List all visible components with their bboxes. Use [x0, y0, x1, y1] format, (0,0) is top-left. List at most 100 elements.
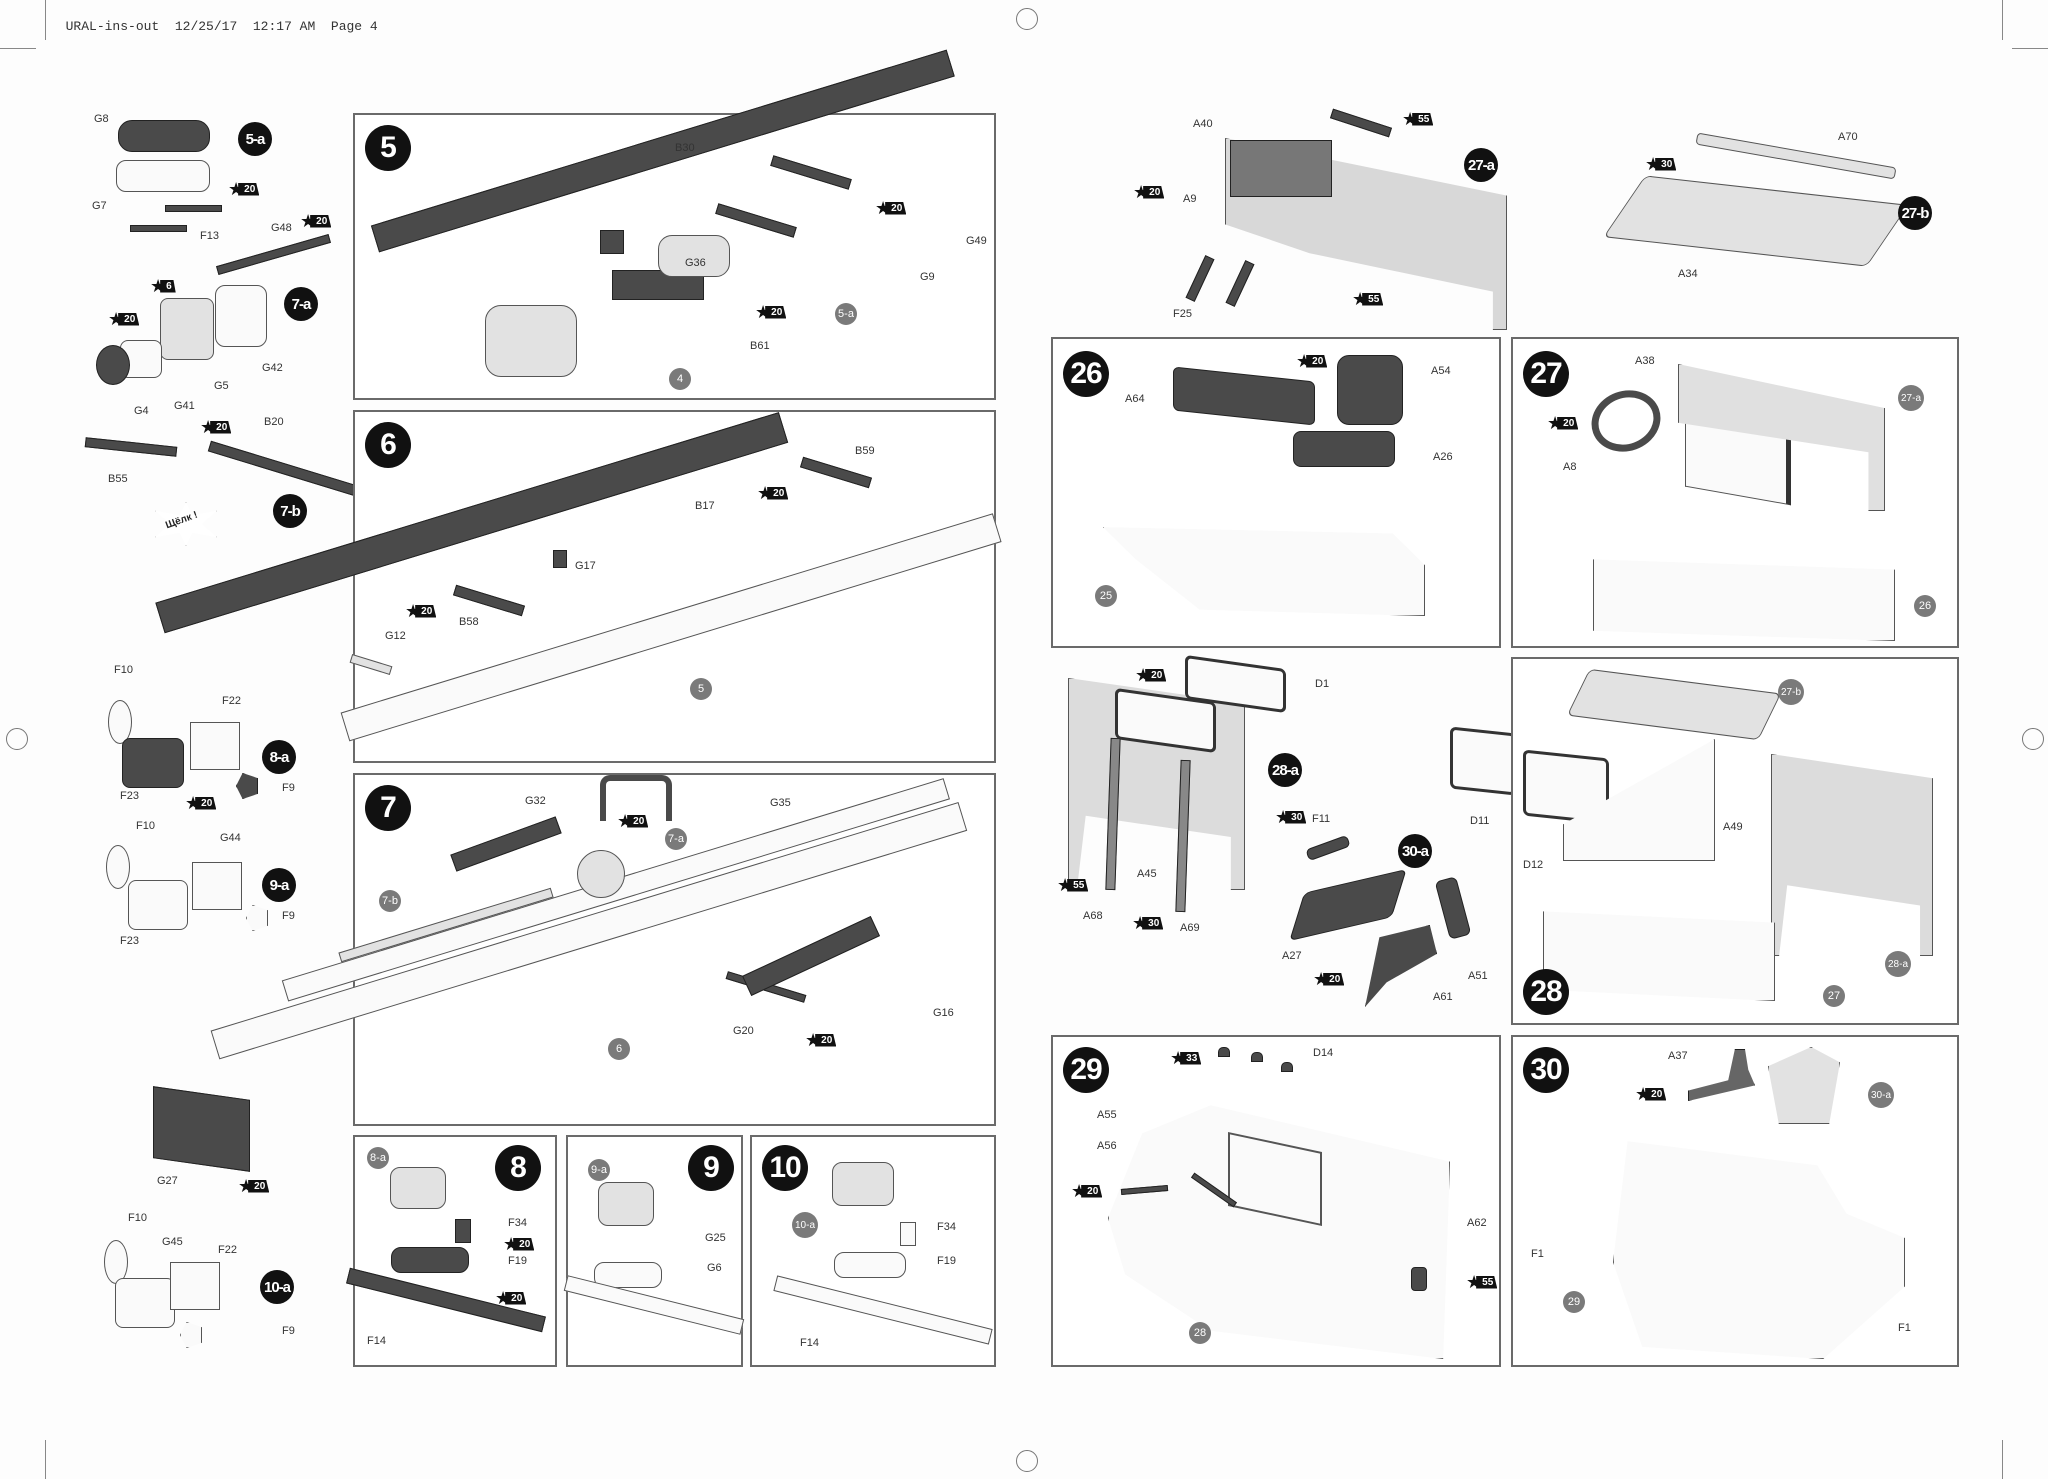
crop-mark [2012, 48, 2048, 49]
reference-badge: 27 [1823, 985, 1845, 1007]
part-f9-drawing [180, 1322, 202, 1348]
part-label: G36 [685, 257, 706, 269]
part-label: G27 [157, 1175, 178, 1187]
star-icon: ★ [755, 302, 772, 322]
part-a37-drawing [1688, 1049, 1755, 1101]
subassembly-badge-7a: 7-a [284, 287, 318, 321]
part-label: B20 [264, 416, 284, 428]
part-label: A34 [1678, 268, 1698, 280]
part-f13-drawing [165, 205, 222, 212]
star-icon: ★ [228, 179, 245, 199]
part-label: A55 [1097, 1109, 1117, 1121]
paint-code-badge: ★33 [1170, 1049, 1202, 1067]
part-label: D11 [1470, 815, 1490, 827]
part-f25-drawing [1185, 255, 1215, 302]
step-6-panel: 6 B59 B17 G17 B58 G12 ★20 ★20 5 [155, 410, 1002, 763]
part-label: F23 [120, 790, 139, 802]
step-number-8: 8 [495, 1145, 541, 1191]
part-f9-drawing [246, 905, 268, 931]
part-label: B17 [695, 500, 715, 512]
part-label: A27 [1282, 950, 1302, 962]
star-icon: ★ [1296, 351, 1313, 371]
part-label: A49 [1723, 821, 1743, 833]
part-label: A69 [1180, 922, 1200, 934]
reference-badge: 26 [1914, 595, 1936, 617]
step-number-30: 30 [1523, 1047, 1569, 1093]
part-label: A51 [1468, 970, 1488, 982]
paint-code-badge: ★6 [150, 277, 176, 295]
paint-code-badge: ★20 [228, 179, 260, 199]
part-label: D1 [1315, 678, 1330, 690]
subassembly-badge-27b: 27-b [1898, 196, 1932, 230]
paint-code-badge: ★20 [405, 602, 437, 620]
reference-badge: 10-a [792, 1212, 818, 1238]
slug-page: Page 4 [330, 19, 378, 34]
part-9a-reference-drawing [598, 1182, 654, 1226]
part-a34-drawing [1603, 175, 1909, 267]
subassembly-badge-9a: 9-a [262, 868, 296, 902]
star-icon: ★ [1135, 665, 1152, 685]
part-a70-drawing [1695, 132, 1897, 180]
part-f10-drawing [106, 845, 130, 889]
part-f23-drawing [122, 738, 184, 788]
part-label: G48 [271, 222, 292, 234]
paint-code-badge: ★55 [1402, 110, 1434, 128]
star-icon: ★ [1313, 969, 1330, 989]
star-icon: ★ [238, 1176, 255, 1196]
reference-badge: 28 [1189, 1322, 1211, 1344]
part-b58-drawing [452, 584, 526, 617]
step-5-panel: 5 B30 G36 B61 G9 G49 ★20 ★20 5-a 4 [353, 49, 996, 400]
part-label: G32 [525, 795, 546, 807]
reference-badge: 5 [690, 678, 712, 700]
paint-code-badge: ★20 [495, 1289, 527, 1307]
part-label: F13 [200, 230, 219, 242]
part-label: A68 [1083, 910, 1103, 922]
part-f10-drawing [104, 1240, 128, 1284]
part-label: F22 [218, 1244, 237, 1256]
part-30a-reference-drawing [1768, 1047, 1840, 1124]
part-label: B59 [855, 445, 875, 457]
part-label: G42 [262, 362, 283, 374]
part-27-cab-drawing [1543, 911, 1775, 1001]
part-label: F9 [282, 1325, 295, 1337]
part-label: F25 [1173, 308, 1192, 320]
subassembly-badge-8a: 8-a [262, 740, 296, 774]
part-label: F22 [222, 695, 241, 707]
dashboard-gauge-panel [1230, 140, 1332, 197]
part-f19-drawing [391, 1247, 469, 1273]
part-a27-drawing [1289, 868, 1407, 942]
part-f23-drawing [128, 880, 188, 930]
part-label: A38 [1635, 355, 1655, 367]
part-label: G16 [933, 1007, 954, 1019]
star-icon: ★ [1275, 807, 1292, 827]
registration-mark [1016, 1450, 1038, 1472]
star-icon: ★ [1071, 1181, 1088, 1201]
star-icon: ★ [300, 211, 317, 231]
step-10-panel: 10 10-a F34 F19 F14 [750, 1135, 996, 1367]
paint-code-badge: ★20 [757, 484, 789, 502]
part-label: G9 [920, 271, 935, 283]
part-label: G49 [966, 235, 987, 247]
paint-code-badge: ★20 [805, 1031, 837, 1049]
part-label: F19 [937, 1255, 956, 1267]
part-label: F1 [1898, 1322, 1911, 1334]
part-label: F14 [800, 1337, 819, 1349]
step-number-9: 9 [688, 1145, 734, 1191]
reference-badge: 5-a [835, 303, 857, 325]
reference-badge: 7-b [379, 890, 401, 912]
part-label: G12 [385, 630, 406, 642]
paint-code-badge: ★20 [1133, 183, 1165, 201]
step-8-panel: 8 8-a F34 F19 F14 ★20 ★20 [346, 1135, 557, 1367]
star-icon: ★ [108, 309, 125, 329]
paint-code-badge: ★20 [1313, 969, 1345, 989]
part-25-cab-floor-drawing [1103, 527, 1425, 616]
step-number-28: 28 [1523, 969, 1569, 1015]
paint-code-badge: ★20 [503, 1235, 535, 1253]
part-label: F19 [508, 1255, 527, 1267]
part-g16-spring [742, 916, 880, 996]
part-label: A54 [1431, 365, 1451, 377]
part-g4-drawing [96, 345, 130, 385]
reference-badge: 7-a [665, 828, 687, 850]
part-label: A62 [1467, 1217, 1487, 1229]
part-label: F14 [367, 1335, 386, 1347]
